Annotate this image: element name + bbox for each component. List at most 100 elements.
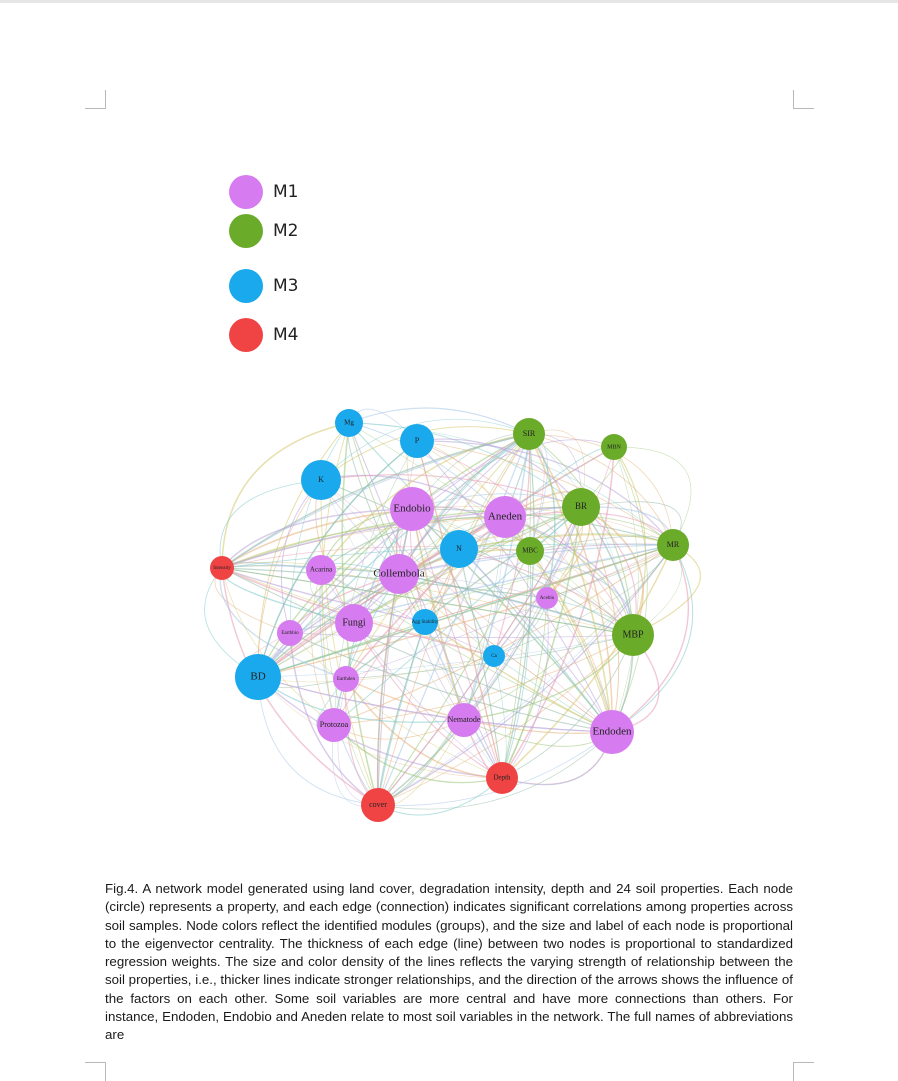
node-label: BR (575, 501, 587, 511)
network-edge (345, 544, 674, 680)
legend-item-m2: M2 (229, 214, 298, 248)
legend-item-m1: M1 (229, 175, 298, 209)
node-earthden: Earthden (333, 666, 359, 692)
network-edge (463, 516, 506, 721)
network-edge (221, 433, 530, 569)
node-endoden: Endoden (590, 710, 634, 754)
node-ca: Ca (483, 645, 505, 667)
node-label: SIR (523, 429, 536, 438)
network-edge (289, 632, 613, 733)
network-edge (501, 550, 532, 779)
network-edge (398, 573, 613, 733)
network-edge (580, 506, 620, 733)
figure-caption: Fig.4. A network model generated using l… (105, 881, 793, 1043)
node-label: Endoden (592, 726, 632, 738)
network-edge (320, 479, 379, 806)
network-edge (333, 634, 634, 726)
network-edges (204, 407, 702, 816)
network-edge (345, 433, 530, 680)
node-label: Nematode (448, 715, 481, 724)
node-depth: Depth (486, 762, 518, 794)
network-edge (416, 440, 503, 779)
node-fungi: Fungi (335, 604, 373, 642)
node-label: N (456, 544, 462, 553)
network-edge (221, 508, 413, 569)
node-label: Acebio (540, 596, 555, 601)
node-circle (317, 708, 351, 742)
node-circle (335, 604, 373, 642)
network-edge (257, 676, 379, 806)
node-endobio: Endobio (390, 487, 434, 531)
node-circle (612, 614, 654, 656)
node-mbc: MBC (516, 537, 544, 565)
network-edge (398, 544, 674, 575)
node-label: Collembola (373, 568, 424, 580)
node-label: MBP (622, 629, 644, 640)
page-top-border (0, 0, 898, 3)
node-label: Ca (491, 654, 497, 659)
crop-mark-bottom-left (85, 1062, 106, 1081)
network-edge (611, 446, 639, 733)
network-edge (398, 573, 634, 636)
network-edge (333, 544, 674, 726)
network-edge (611, 446, 648, 733)
node-p: P (400, 424, 434, 458)
node-mbn: MBN (601, 434, 627, 460)
network-edge (320, 569, 379, 806)
network-edge (289, 422, 350, 634)
node-n: N (440, 530, 478, 568)
node-circle (412, 609, 438, 635)
network-edge (501, 433, 531, 779)
network-edge (528, 433, 634, 636)
node-label: Fungi (342, 617, 366, 628)
network-edge (320, 474, 582, 508)
network-edge (348, 422, 426, 623)
node-collembola: Collembola (373, 554, 425, 594)
network-edge (528, 433, 613, 733)
node-circle (483, 645, 505, 667)
node-circle (306, 555, 336, 585)
network-edge (219, 479, 322, 569)
node-label: Earthbio (281, 631, 299, 636)
legend-swatch-m1 (229, 175, 263, 209)
network-edge (289, 632, 379, 806)
node-circle (440, 530, 478, 568)
node-label: MBC (522, 547, 538, 555)
node-label: Acarina (310, 566, 333, 574)
node-intensity: Intensity (210, 556, 234, 580)
network-edge (345, 506, 582, 680)
network-edge (493, 433, 531, 657)
node-label: Endobio (393, 503, 431, 515)
network-edge (416, 440, 674, 546)
node-circle (390, 487, 434, 531)
node-aneden: Aneden (484, 496, 526, 538)
node-label: Aneden (488, 511, 523, 523)
network-edge (348, 422, 582, 508)
network-edge (411, 508, 634, 636)
node-circle (333, 666, 359, 692)
network-edge (463, 433, 530, 721)
network-edge (416, 438, 582, 508)
node-circle (335, 409, 363, 437)
network-edge (501, 446, 615, 779)
network-edge (463, 544, 674, 721)
node-br: BR (562, 488, 600, 526)
network-edge (257, 479, 322, 678)
network-edge (493, 446, 615, 657)
network-edge (458, 548, 613, 733)
network-edge (377, 544, 674, 806)
network-edge (221, 546, 531, 569)
network-edge (320, 433, 530, 571)
network-edge (501, 634, 634, 779)
legend-label-m3: M3 (273, 276, 299, 296)
node-k: K (301, 460, 341, 500)
crop-mark-top-right (793, 90, 814, 109)
network-edge (611, 544, 690, 733)
network-edge (411, 508, 465, 721)
node-mr: MR (657, 529, 689, 561)
node-label: MBN (607, 444, 621, 450)
node-acarina: Acarina (306, 555, 336, 585)
network-edge (333, 548, 460, 726)
node-label: K (318, 475, 324, 484)
